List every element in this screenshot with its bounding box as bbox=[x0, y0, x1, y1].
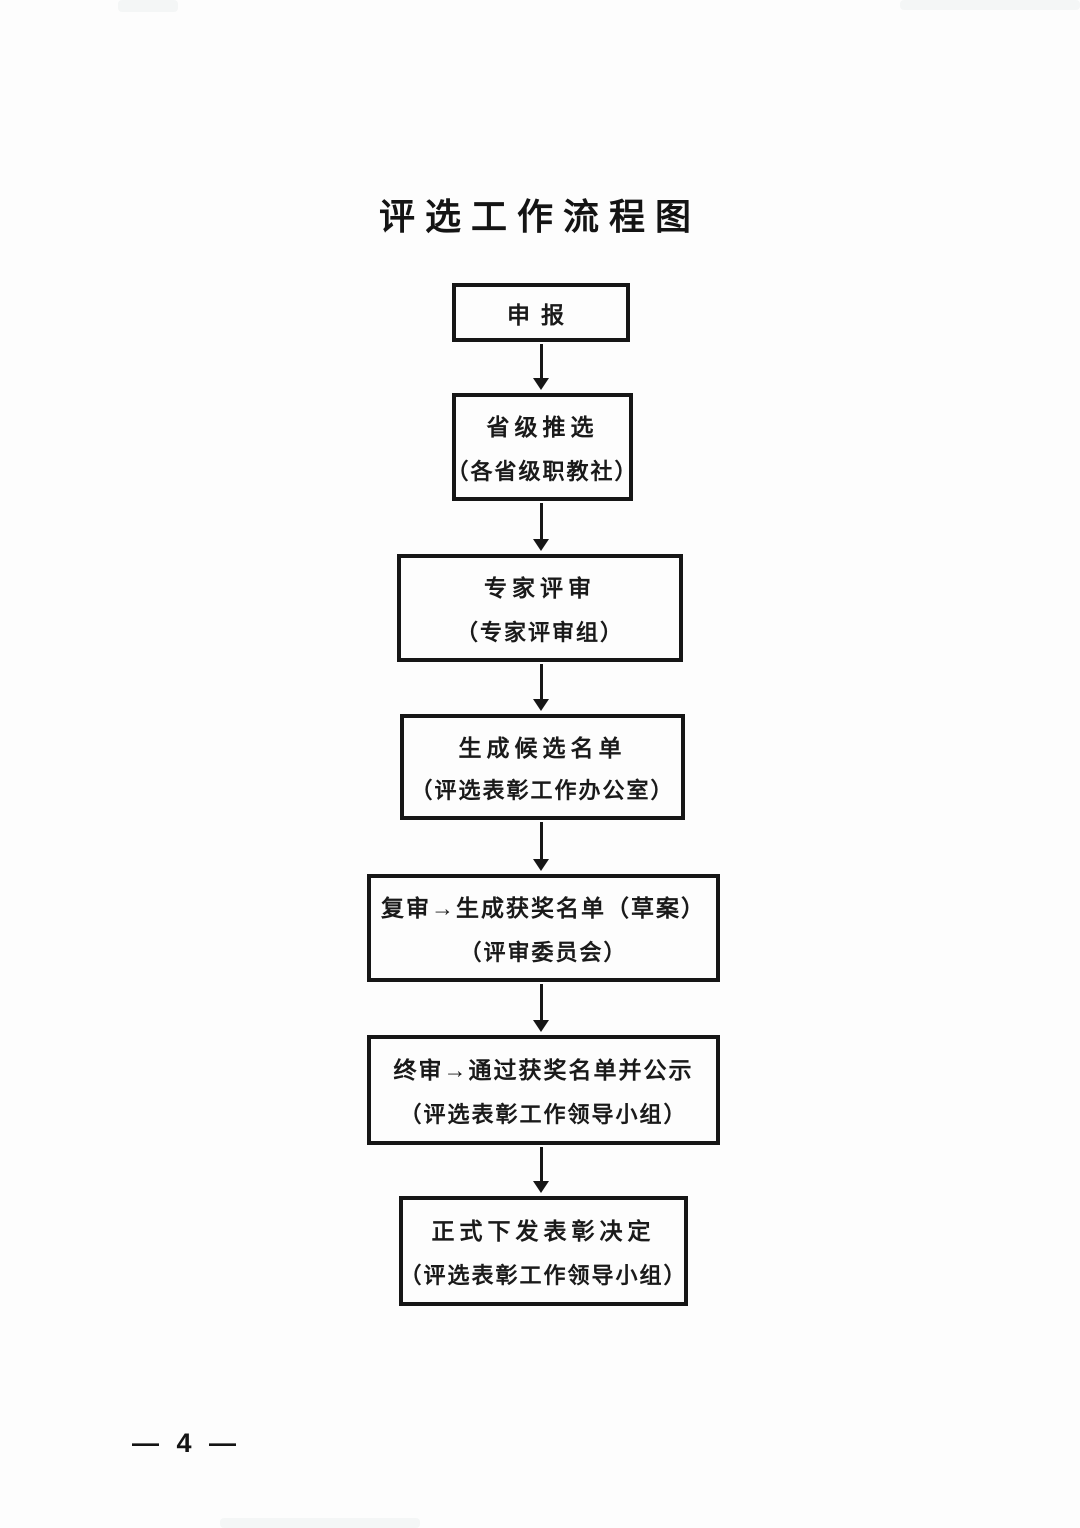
arrow-shaft bbox=[539, 664, 543, 699]
scan-artifact bbox=[900, 0, 1080, 10]
page-title: 评选工作流程图 bbox=[378, 197, 701, 237]
flow-step-commendation-decision: 正式下发表彰决定 （评选表彰工作领导小组） bbox=[399, 1196, 688, 1306]
scan-artifact bbox=[118, 0, 178, 12]
arrow-head bbox=[533, 1020, 549, 1032]
flow-step-final-review: 终审→通过获奖名单并公示 （评选表彰工作领导小组） bbox=[367, 1035, 720, 1145]
arrow-shaft bbox=[539, 984, 543, 1020]
flow-step-label: 申报 bbox=[507, 301, 575, 328]
flow-step-org: （评审委员会） bbox=[459, 939, 628, 965]
arrow-head bbox=[533, 699, 549, 711]
arrow-down-icon bbox=[533, 1147, 549, 1193]
flow-step-provincial-selection: 省级推选 （各省级职教社） bbox=[447, 393, 637, 501]
flow-step-label: 终审→通过获奖名单并公示 bbox=[393, 1057, 694, 1083]
flow-step-re-review: 复审→生成获奖名单（草案） （评审委员会） bbox=[367, 874, 720, 982]
arrow-head bbox=[533, 859, 549, 871]
arrow-shaft bbox=[539, 1147, 543, 1181]
arrow-head bbox=[533, 1181, 549, 1193]
arrow-down-icon bbox=[533, 984, 549, 1032]
arrow-down-icon bbox=[533, 822, 549, 871]
flow-step-label: 生成候选名单 bbox=[458, 734, 627, 761]
flow-step-org: （评选表彰工作办公室） bbox=[410, 778, 675, 804]
page-number: — 4 — bbox=[132, 1428, 242, 1458]
arrow-down-icon bbox=[533, 344, 549, 390]
arrow-down-icon bbox=[533, 664, 549, 711]
flow-step-org: （专家评审组） bbox=[455, 619, 624, 645]
scan-artifact bbox=[220, 1518, 420, 1528]
flow-step-label: 复审→生成获奖名单（草案） bbox=[381, 895, 706, 922]
flow-step-org: （各省级职教社） bbox=[446, 458, 639, 484]
arrow-head bbox=[533, 539, 549, 551]
flow-step-label: 专家评审 bbox=[484, 575, 596, 602]
arrow-shaft bbox=[539, 822, 543, 859]
flow-step-application: 申报 bbox=[452, 283, 630, 342]
flow-step-org: （评选表彰工作领导小组） bbox=[399, 1102, 688, 1127]
flow-step-candidate-list: 生成候选名单 （评选表彰工作办公室） bbox=[400, 714, 685, 820]
arrow-down-icon bbox=[533, 503, 549, 551]
flow-step-label: 省级推选 bbox=[486, 414, 599, 441]
flow-step-expert-review: 专家评审 （专家评审组） bbox=[397, 554, 683, 662]
arrow-shaft bbox=[539, 503, 543, 539]
arrow-head bbox=[533, 378, 549, 390]
flow-step-label: 正式下发表彰决定 bbox=[431, 1218, 656, 1244]
flow-step-org: （评选表彰工作领导小组） bbox=[399, 1263, 688, 1288]
arrow-shaft bbox=[539, 344, 543, 378]
